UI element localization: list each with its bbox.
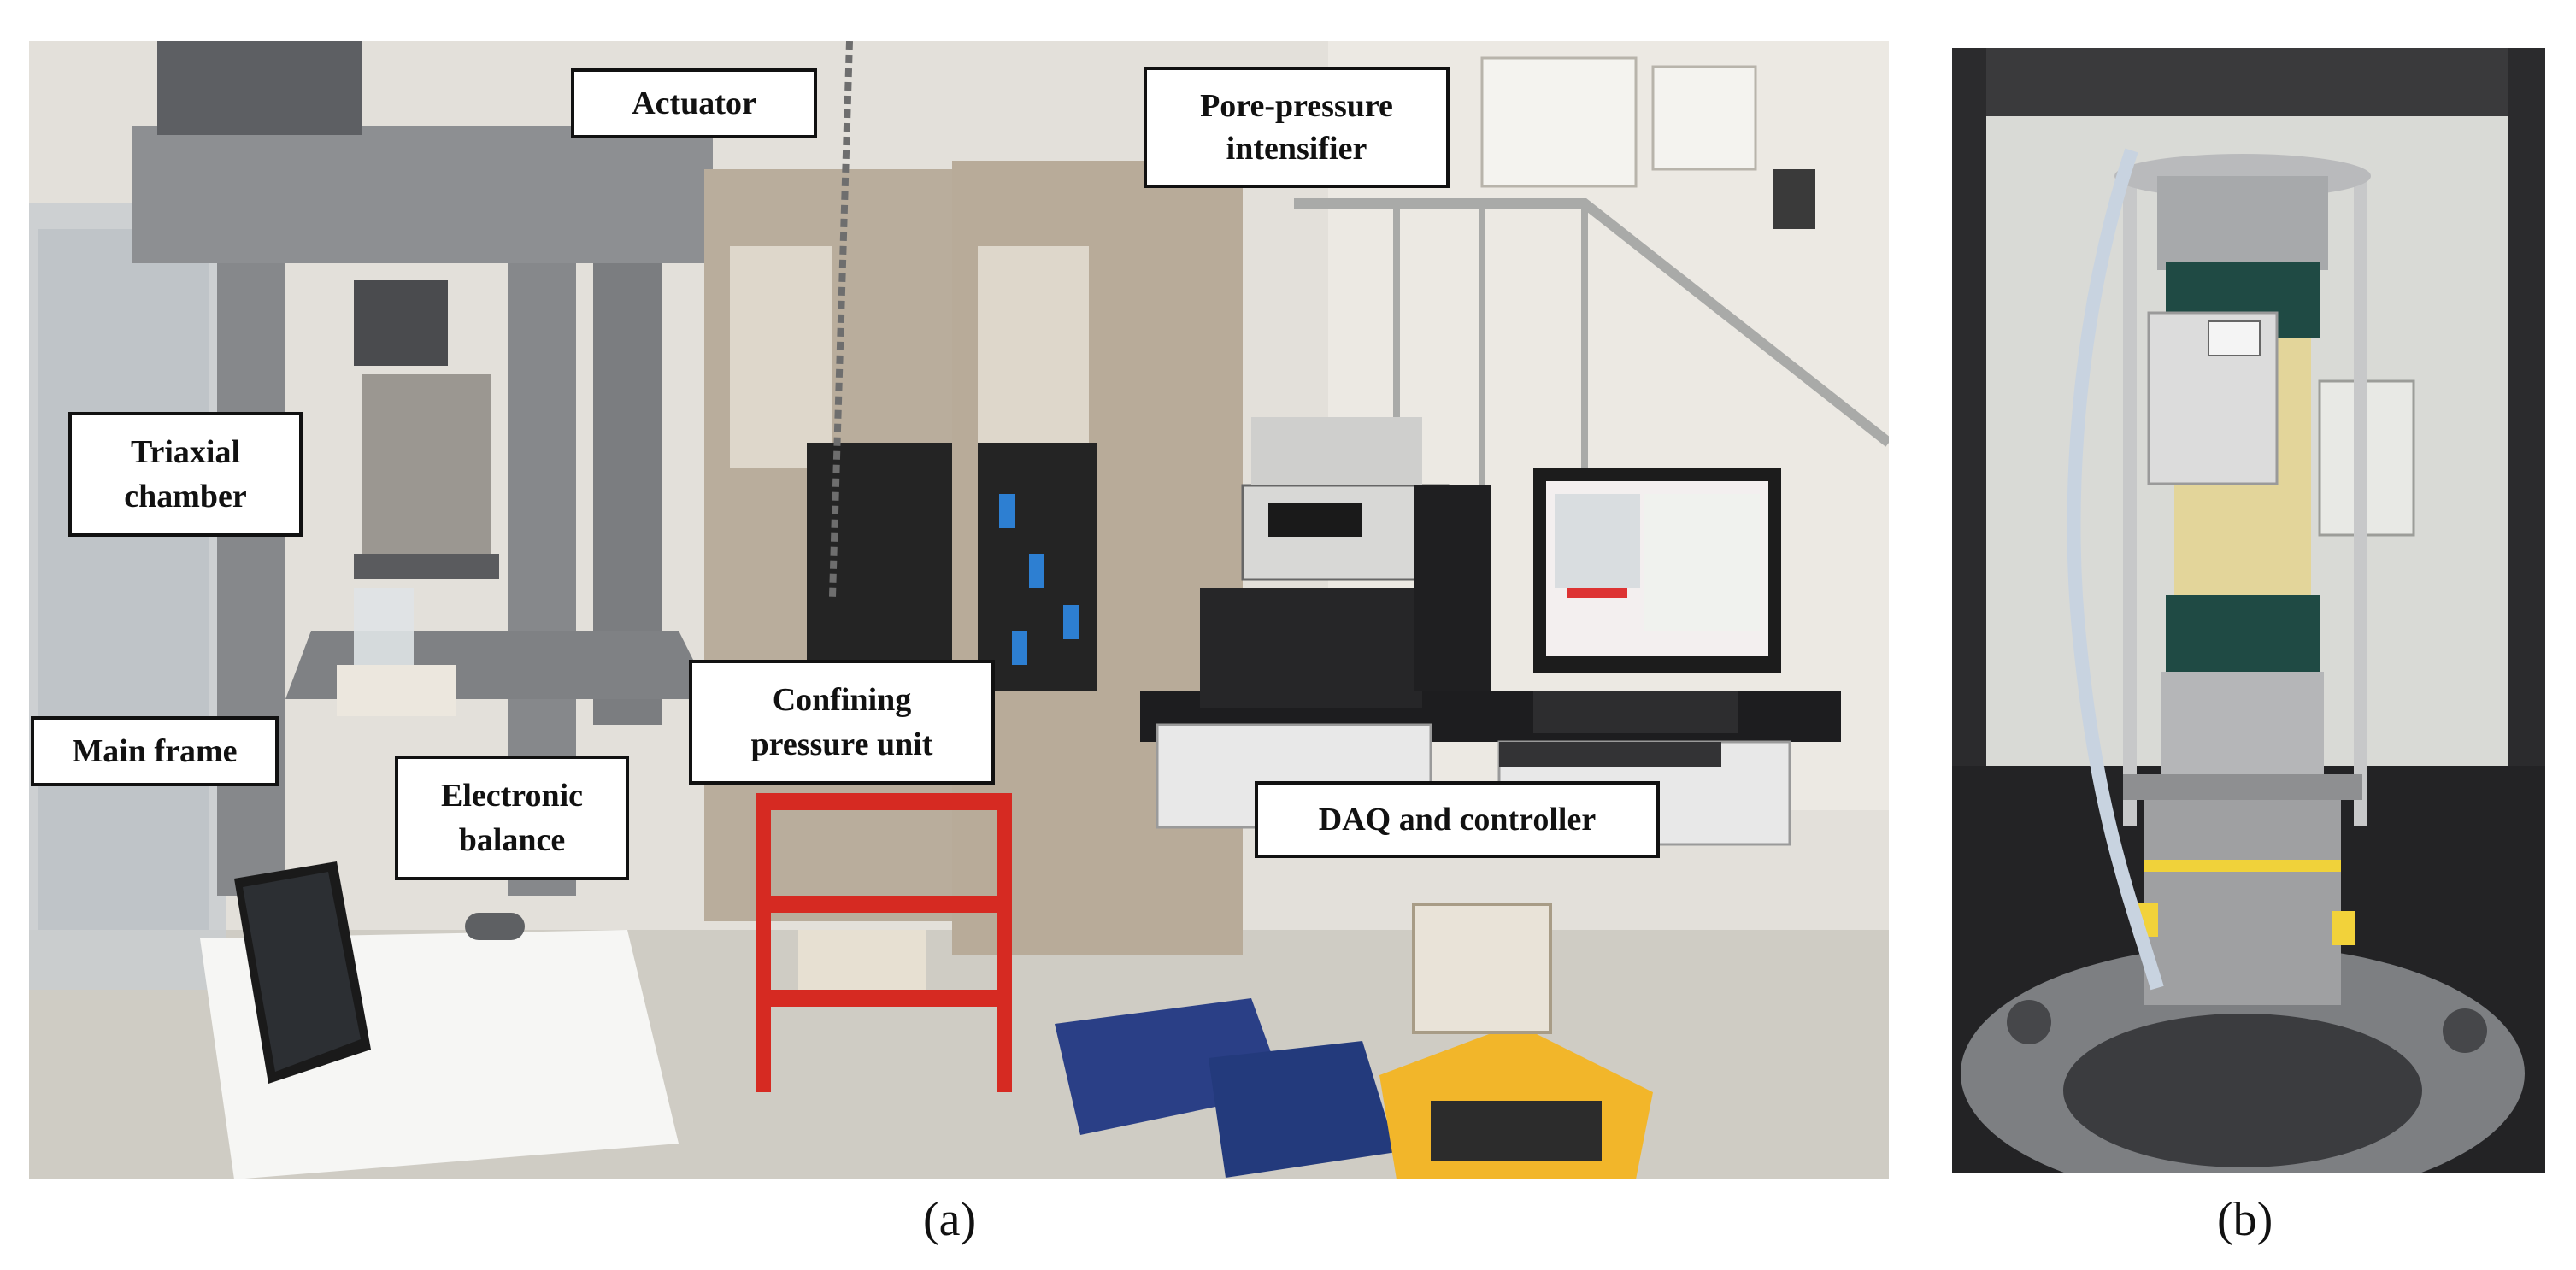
callout-actuator: Actuator: [571, 68, 817, 138]
callout-pore-line2: intensifier: [1226, 131, 1367, 167]
callout-triaxial-chamber: Triaxial chamber: [68, 412, 303, 537]
callout-electronic-balance: Electronic balance: [395, 756, 629, 880]
callout-pore-pressure-intensifier: Pore-pressure intensifier: [1144, 67, 1450, 188]
callout-daq-text: DAQ and controller: [1318, 802, 1597, 838]
callout-confining-pressure-unit: Confining pressure unit: [689, 660, 995, 785]
callout-confining-line2: pressure unit: [750, 726, 933, 762]
callout-main-frame: Main frame: [31, 716, 279, 786]
caption-panel-a: (a): [923, 1193, 977, 1246]
specimen-photo-illustration: [1952, 48, 2545, 1173]
callout-balance-line2: balance: [458, 822, 566, 858]
callout-pore-line1: Pore-pressure: [1200, 88, 1393, 124]
callout-balance-line1: Electronic: [440, 778, 584, 814]
lab-photo-illustration: [29, 41, 1889, 1179]
callout-triaxial-line1: Triaxial: [130, 434, 241, 470]
caption-panel-b: (b): [2217, 1193, 2273, 1246]
callout-actuator-text: Actuator: [632, 85, 756, 121]
callout-confining-line1: Confining: [772, 682, 912, 718]
callout-main-frame-text: Main frame: [72, 733, 238, 769]
callout-triaxial-line2: chamber: [124, 479, 247, 514]
lab-photo-panel-a: Actuator Pore-pressure intensifier Triax…: [29, 41, 1889, 1179]
specimen-photo-panel-b: [1952, 48, 2545, 1173]
callout-daq-and-controller: DAQ and controller: [1255, 781, 1660, 858]
